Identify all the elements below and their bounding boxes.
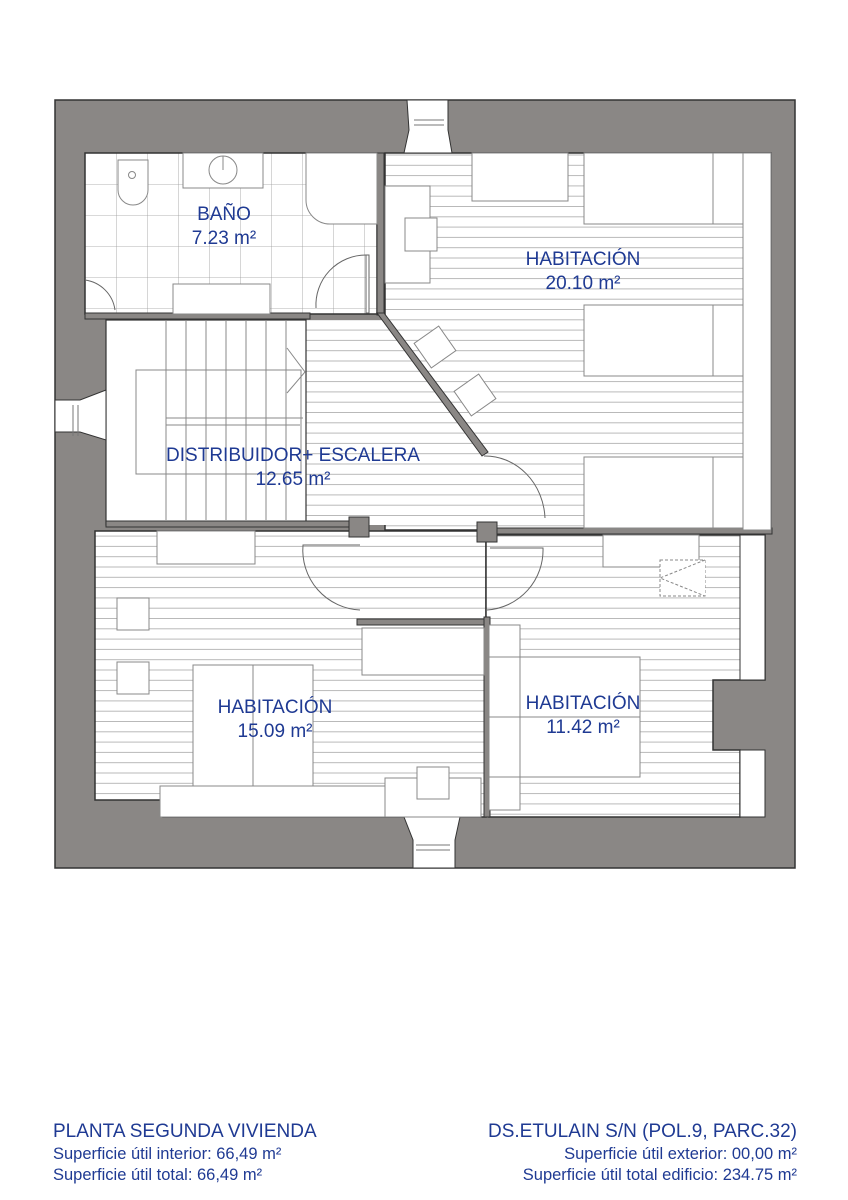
room-label-habitacion-3: HABITACIÓN 11.42 m² [526,692,641,740]
footer-right: DS.ETULAIN S/N (POL.9, PARC.32) Superfic… [488,1120,797,1186]
room-name: BAÑO [197,204,251,225]
footer-left: PLANTA SEGUNDA VIVIENDA Superficie útil … [53,1120,317,1186]
doors [84,254,546,611]
room-name: DISTRIBUIDOR+ ESCALERA [166,445,420,466]
plan-title: PLANTA SEGUNDA VIVIENDA [53,1121,317,1142]
exterior-area: Superficie útil exterior: 00,00 m² [564,1145,797,1163]
windows [54,99,461,869]
room-area: 7.23 m² [191,228,257,249]
staircase [135,320,306,520]
room-area: 15.09 m² [237,721,313,742]
furniture [116,152,772,818]
room-name: HABITACIÓN [525,249,641,270]
building-total-area: Superficie útil total edificio: 234.75 m… [522,1166,797,1184]
room-label-bano: BAÑO 7.23 m² [192,203,256,251]
interior-area: Superficie útil interior: 66,49 m² [53,1145,282,1163]
room-name: HABITACIÓN [217,697,333,718]
room-area: 12.65 m² [255,469,331,490]
room-label-habitacion-1: HABITACIÓN 20.10 m² [526,248,641,296]
room-area: 20.10 m² [545,273,621,294]
room-label-distribuidor: DISTRIBUIDOR+ ESCALERA 12.65 m² [166,444,420,492]
room-name: HABITACIÓN [525,693,641,714]
partitions [84,152,773,818]
room-area: 11.42 m² [546,717,620,738]
room-label-habitacion-2: HABITACIÓN 15.09 m² [218,696,333,744]
total-area: Superficie útil total: 66,49 m² [53,1166,263,1184]
address: DS.ETULAIN S/N (POL.9, PARC.32) [487,1121,797,1142]
floor-plan [54,99,796,869]
